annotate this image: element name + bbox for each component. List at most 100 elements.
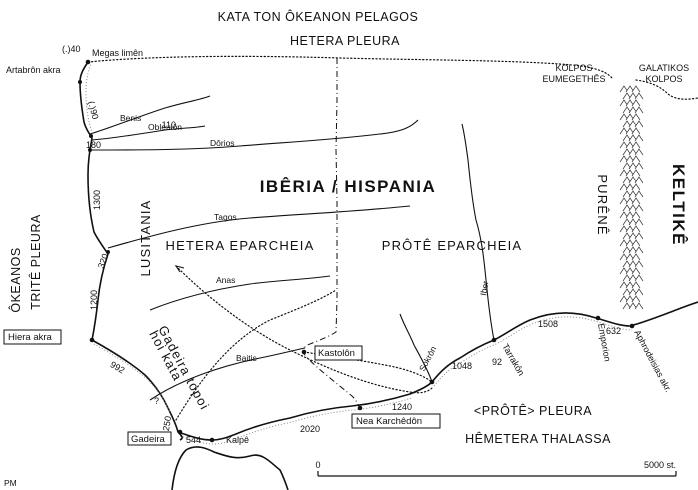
label-tarrakon: Tarrakôn <box>500 342 526 377</box>
label-gadeira: Gadeira <box>131 434 166 445</box>
mountain-symbol <box>628 218 638 226</box>
river-iber <box>461 123 495 341</box>
mountain-symbol <box>619 225 629 233</box>
scale-label-start: 0 <box>315 460 320 470</box>
label-north-side: HETERA PLEURA <box>290 34 400 48</box>
mountain-symbol <box>625 141 635 149</box>
distance-544: 544 <box>186 435 201 445</box>
label-river-tagos: Tagos <box>214 212 237 222</box>
label-eumegethes-2: EUMEGETHÊS <box>542 74 605 84</box>
mountain-symbol <box>634 246 644 254</box>
mountain-symbol <box>625 281 635 289</box>
mountain-symbol <box>625 85 635 93</box>
label-north-ocean: KATA TON ÔKEANON PELAGOS <box>218 9 419 24</box>
mountain-symbol <box>628 232 638 240</box>
distance-632: 632 <box>606 326 621 336</box>
mountain-symbol <box>634 288 644 296</box>
mountain-symbol <box>622 232 632 240</box>
north-coast-line <box>87 55 613 79</box>
mountain-symbol <box>619 127 629 135</box>
mountain-symbol <box>625 127 635 135</box>
mountain-symbol <box>622 204 632 212</box>
label-west-ocean-2: TRITÊ PLEURA <box>28 214 43 310</box>
label-purene: PURÊNÊ <box>595 174 610 235</box>
mountain-symbol <box>631 253 641 261</box>
mountain-symbol <box>634 148 644 156</box>
mountain-symbol <box>634 260 644 268</box>
label-prote-eparcheia: PRÔTÊ EPARCHEIA <box>382 238 523 253</box>
point-180 <box>88 148 92 152</box>
mountain-symbol <box>619 183 629 191</box>
mountain-symbol <box>619 253 629 261</box>
interior-route-1 <box>175 289 337 421</box>
mountain-symbol <box>625 99 635 107</box>
mountain-symbol <box>631 239 641 247</box>
mountain-symbol <box>622 148 632 156</box>
mountain-symbol <box>619 197 629 205</box>
river-tagos <box>107 205 411 249</box>
distance-250: 250 <box>161 415 173 432</box>
credit-label: PM <box>4 478 17 488</box>
mountain-symbol <box>631 225 641 233</box>
point-kalpe <box>209 437 215 443</box>
pyrenees-mountains <box>619 85 644 310</box>
route-arrow <box>174 265 185 273</box>
point-sokron <box>429 379 435 385</box>
mountain-symbol <box>634 120 644 128</box>
label-river-anas: Anas <box>216 275 235 285</box>
label-nea-karchedon: Nea Karchêdôn <box>356 416 422 427</box>
label-galatikos-2: KOLPOS <box>645 74 682 84</box>
mountain-symbol <box>631 183 641 191</box>
mountain-symbol <box>628 106 638 114</box>
point-artabron <box>78 80 82 84</box>
mountain-symbol <box>631 99 641 107</box>
mountain-symbol <box>625 183 635 191</box>
sw-coast-line <box>91 339 179 433</box>
box-kastolon <box>314 345 363 361</box>
mountain-symbol <box>631 141 641 149</box>
label-eumegethes-1: KOLPOS <box>555 63 592 73</box>
point-megas-limen <box>85 59 91 65</box>
river-dorios <box>91 119 419 151</box>
mountain-symbol <box>622 120 632 128</box>
point-320 <box>106 250 110 254</box>
mountain-symbol <box>628 134 638 142</box>
label-kalpe: Kalpê <box>226 435 249 445</box>
label-west-ocean-1: ÔKEANOS <box>8 247 23 312</box>
distance-180: 180 <box>86 140 101 150</box>
label-river-iber: Iber <box>478 280 490 296</box>
mountain-symbol <box>634 218 644 226</box>
distance-110: 110 <box>162 120 176 130</box>
mountain-symbol <box>631 113 641 121</box>
mountain-symbol <box>634 106 644 114</box>
mountain-symbol <box>622 162 632 170</box>
point-aphrodisias <box>629 323 635 329</box>
mountain-symbol <box>625 155 635 163</box>
mountain-symbol <box>622 246 632 254</box>
box-nea-karchedon <box>351 413 441 429</box>
mountain-symbol <box>619 169 629 177</box>
distance-2020: 2020 <box>300 424 320 434</box>
mountain-symbol <box>631 197 641 205</box>
mountain-symbol <box>628 204 638 212</box>
mountain-symbol <box>631 155 641 163</box>
mountain-symbol <box>631 85 641 93</box>
mountain-symbol <box>625 197 635 205</box>
label-keltike: KELTIKÊ <box>669 164 688 246</box>
label-river-benis: Benis <box>120 113 141 123</box>
mountain-symbol <box>625 239 635 247</box>
point-110 <box>89 134 93 138</box>
mountain-symbol <box>622 92 632 100</box>
mountain-symbol <box>622 260 632 268</box>
mountain-symbol <box>622 288 632 296</box>
river-sokron <box>399 313 433 383</box>
label-main-title: IBÊRIA / HISPANIA <box>260 177 437 196</box>
label-south-side: <PRÔTÊ> PLEURA <box>474 403 592 418</box>
point-hiera-akra <box>89 337 95 343</box>
mountain-symbol <box>619 141 629 149</box>
mountain-symbol <box>622 176 632 184</box>
interior-route-2 <box>175 265 433 394</box>
point-gadeira <box>177 429 183 435</box>
distance-40: (.)40 <box>62 44 81 54</box>
east-coast-line <box>431 301 698 383</box>
